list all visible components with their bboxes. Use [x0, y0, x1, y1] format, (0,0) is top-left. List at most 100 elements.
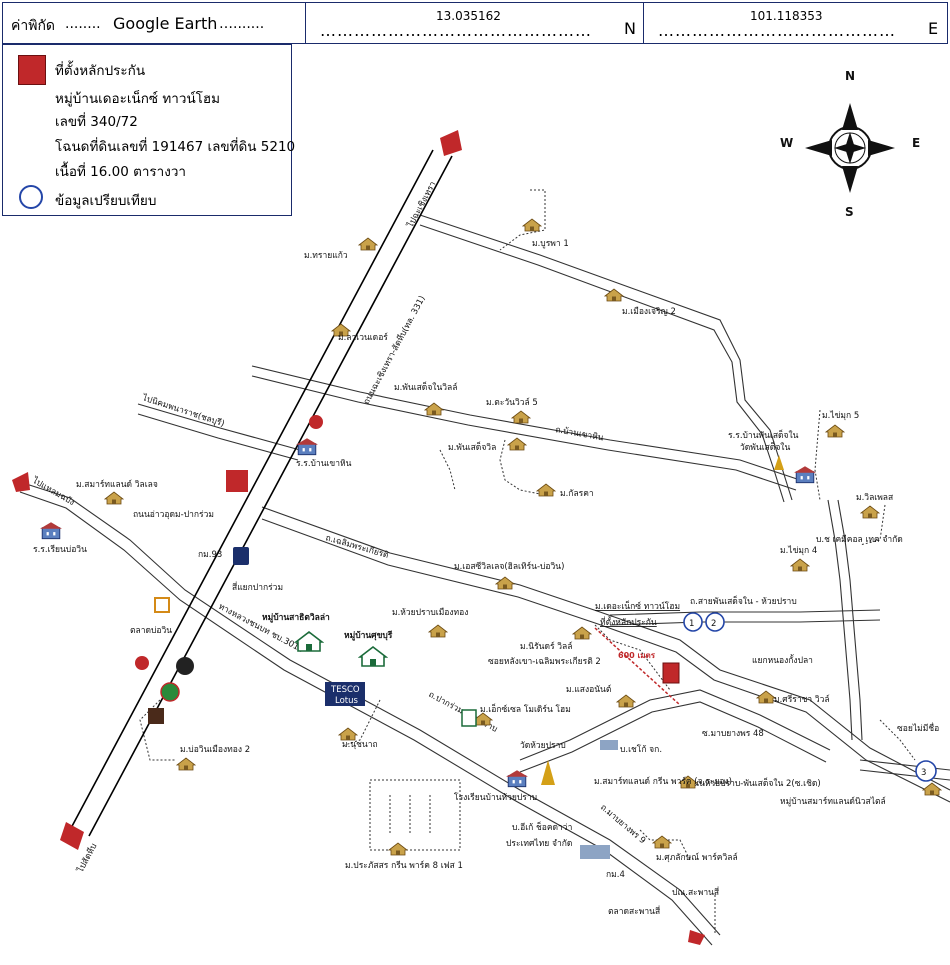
- temple-icon: [541, 760, 555, 785]
- south-arrow: [688, 930, 705, 945]
- village-icon: [756, 690, 776, 704]
- coord-label: ค่าพิกัด: [11, 18, 56, 34]
- ikea-label: บ.อีเก้ ช็อคดาว่า: [512, 821, 572, 833]
- coord-source-cell: ค่าพิกัด ........ Google Earth ….......: [3, 3, 305, 43]
- bor-chia-label: บ.เชโก้ จก.: [620, 744, 662, 755]
- village-icon: [616, 694, 636, 708]
- compass-e: E: [912, 136, 920, 150]
- market-icon: [154, 597, 170, 613]
- subject-tag: ที่ตั้งหลักประกัน: [600, 616, 657, 628]
- village-label: ม.ห้วยปราบเมืองทอง: [392, 607, 468, 618]
- compare-marker-3: [915, 760, 937, 782]
- school-huai-prap-label: โรงเรียนบ้านห้วยปราบ: [454, 792, 537, 803]
- legend-line1: หมู่บ้านเดอะเน็กซ์ ทาวน์โฮม: [55, 91, 221, 107]
- km4-label: กม.4: [606, 870, 625, 880]
- village-icon: [495, 576, 515, 590]
- village-icon: [388, 842, 408, 856]
- latitude-cell: 13.035162 ………………………………………… N: [305, 3, 643, 43]
- village-icon: [790, 558, 810, 572]
- rr-khao-hin-label: ร.ร.บ้านเขาหิน: [296, 458, 352, 469]
- coordinate-bar: ค่าพิกัด ........ Google Earth …....... …: [2, 2, 948, 44]
- bank-icon: [176, 657, 194, 675]
- village-icon: [536, 483, 556, 497]
- village-label: ม.แสงอนันต์: [566, 684, 611, 695]
- subject-name: ม.เดอะเน็กซ์ ทาวน์โฮม: [595, 600, 680, 612]
- school-icon: [40, 522, 62, 540]
- village-label: ม.ศุภลักษณ์ พาร์ควิลล์: [656, 852, 738, 863]
- dotted-lanes: [139, 189, 916, 935]
- village-label: ม.ลาเวนเดอร์: [338, 332, 388, 343]
- compass: N S W E: [780, 69, 920, 219]
- bank-icon: [233, 547, 249, 565]
- village-icon: [511, 410, 531, 424]
- wat-phanset-label: วัดพันเสด็จใน: [740, 441, 790, 453]
- village-icon: [176, 757, 196, 771]
- village-icon: [507, 437, 527, 451]
- legend-line2: เลขที่ 340/72: [55, 114, 138, 130]
- village-icon: [652, 835, 672, 849]
- sukburi-icon: [359, 646, 387, 667]
- subject-marker-swatch: [18, 55, 46, 85]
- coord-dots-1: ........: [65, 16, 101, 32]
- factory-icon: [580, 845, 610, 859]
- km93-label: กม.93: [198, 550, 222, 560]
- to-nong-yai-label: ไปนิคมพนาราช(ชลบุรี): [140, 392, 226, 429]
- village-icon: [424, 402, 444, 416]
- hwy-3013-label: ทางหลวงชนบท ชบ.3013: [217, 602, 306, 655]
- soi-no-name-label: ซอยไม่มีชื่อ: [897, 722, 939, 734]
- village-label: ม.ศรีราชา วิวล์: [774, 694, 830, 705]
- compare3-label: หมู่บ้านสมาร์ทแลนด์นิวสไตล์: [780, 796, 886, 807]
- latitude-dots: …………………………………………: [320, 21, 592, 40]
- village-label: ม.ประภัสสร กรีน พาร์ค 8 เฟส 1: [345, 860, 463, 871]
- village-label: ม.สมาร์ทแลนด์ กรีน พาร์ค (จ.ระยอง): [594, 776, 732, 787]
- village-label: ม.บ่อวินเมืองทอง 2: [180, 744, 250, 755]
- longitude-value: 101.118353: [750, 9, 823, 23]
- factory-icon: [600, 740, 618, 750]
- mab-yang-phon-label: ถ.มาบยางพร 9: [598, 803, 647, 847]
- village-markers: ม.ทรายแก้ว ม.บูรพา 1 ม.เมืองเจริญ 2 ม.ลา…: [76, 218, 894, 871]
- village-label: ม.เอ็กซ์เซล โมเดิร์น โฮม: [480, 703, 571, 715]
- compass-south-arrow: [842, 166, 858, 193]
- village-icon: [860, 505, 880, 519]
- village-label: ม.สมาร์ทแลนด์ วิลเลจ: [76, 479, 158, 490]
- legend-line3: โฉนดที่ดินเลขที่ 191467 เลขที่ดิน 5210: [55, 139, 296, 155]
- gas-station-icon: [135, 656, 149, 670]
- compass-north-arrow: [842, 103, 858, 130]
- village-label: ม.พันเสด็จวิล: [448, 441, 496, 453]
- village-label: ม.ทรายแก้ว: [304, 250, 348, 261]
- market-label: ตลาดบ่อวิน: [130, 626, 172, 636]
- longitude-hemisphere: E: [928, 19, 939, 38]
- compass-east-arrow: [868, 140, 895, 156]
- rr-phanset-label: ร.ร.บ้านพันเสด็จใน: [728, 429, 799, 441]
- compare-id-2: 2: [711, 619, 716, 629]
- school-icon: [506, 770, 528, 788]
- compare-marker-1: [683, 612, 703, 632]
- ban-khao-hin-label: ถ.บ้านเขาหิน: [554, 424, 604, 443]
- legend-compare: ข้อมูลเปรียบเทียบ: [55, 193, 157, 209]
- compass-n: N: [845, 69, 855, 83]
- gas-station-icon: [309, 415, 323, 429]
- village-label: ม.กัลรคา: [560, 489, 594, 499]
- satit-label: หมู่บ้านสาธิตวิลล่า: [262, 612, 330, 623]
- longitude-dots: ……………………………………: [658, 21, 896, 40]
- village-icon: [572, 626, 592, 640]
- bor-sc-label: บ.ช เคมีคอล เทค จำกัด: [816, 534, 903, 545]
- lotus-logo: [325, 682, 365, 706]
- village-label: ม.เมืองเจริญ 2: [622, 306, 676, 317]
- compare-marker-2: [705, 612, 725, 632]
- highway-arrow-south: [60, 822, 84, 850]
- school-icon: [794, 466, 816, 484]
- satit-icon: [295, 631, 323, 652]
- compass-w: W: [780, 136, 793, 150]
- coord-source: Google Earth: [113, 14, 218, 33]
- temple-icon: [774, 455, 784, 470]
- ao-udom-label: ถนนอ่าวอุดม-ปากร่วม: [133, 510, 214, 520]
- four-way-label: สี่แยกปากร่วม: [232, 581, 283, 593]
- compare-marker-swatch: [19, 185, 43, 209]
- village-icon: [825, 424, 845, 438]
- coord-dots-2: ….......: [219, 16, 265, 32]
- seven-eleven-icon: [461, 709, 477, 727]
- rr-bo-win-label: ร.ร.เรียนบ่อวิน: [33, 544, 87, 555]
- village-icon: [358, 237, 378, 251]
